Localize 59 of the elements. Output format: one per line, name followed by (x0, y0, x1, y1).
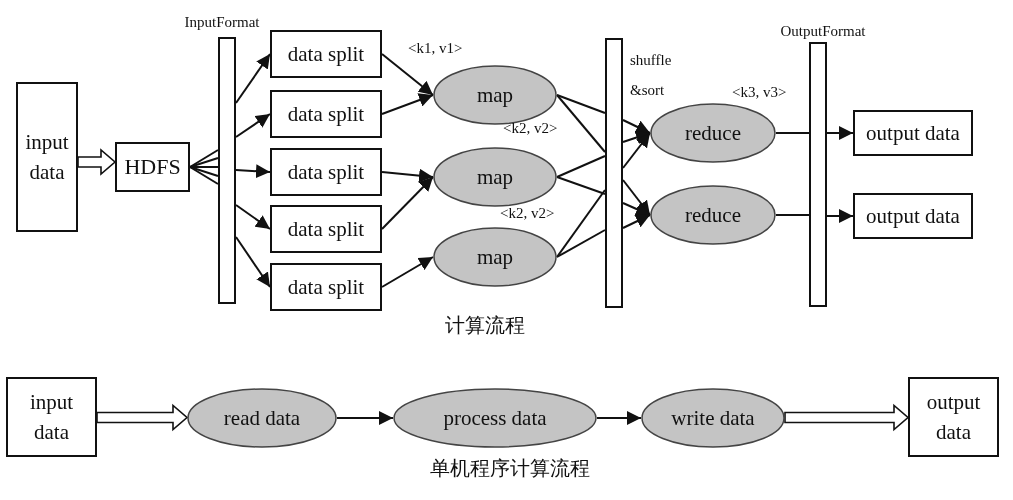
arrow (235, 236, 271, 288)
hollow-arrow (784, 403, 910, 432)
connector-line (556, 94, 606, 153)
connector-line (556, 176, 606, 195)
storage-box: HDFS (115, 142, 190, 192)
kv-label: <k2, v2> (500, 205, 555, 222)
output-box: output data (853, 193, 973, 239)
kv-label: <k3, v3> (732, 84, 787, 101)
process-ellipse: process data (393, 388, 597, 448)
caption: 计算流程 (445, 313, 525, 338)
arrow (622, 214, 651, 229)
hollow-arrow (77, 148, 117, 176)
reduce-ellipse: reduce (650, 103, 776, 163)
arrow (622, 132, 651, 169)
bar-heading: InputFormat (183, 13, 261, 32)
arrow (826, 209, 854, 223)
arrow (381, 168, 434, 183)
output-box: output data (853, 110, 973, 156)
map-ellipse: map (433, 147, 557, 207)
split-box: data split (270, 148, 382, 196)
split-box: data split (270, 30, 382, 78)
process-ellipse: read data (187, 388, 337, 448)
connector-line (556, 229, 606, 258)
process-ellipse: write data (641, 388, 785, 448)
split-box: data split (270, 263, 382, 311)
input-box: input data (6, 377, 97, 457)
caption: 单机程序计算流程 (430, 456, 590, 481)
arrow (235, 53, 271, 104)
connector-line (189, 149, 219, 168)
output-box: output data (908, 377, 999, 457)
arrow (336, 411, 394, 425)
arrow (235, 164, 271, 179)
connector-line (775, 214, 810, 216)
arrow (826, 126, 854, 140)
arrow (381, 176, 434, 230)
arrow (622, 202, 651, 216)
arrow (381, 256, 434, 288)
arrow (235, 204, 271, 230)
split-box: data split (270, 205, 382, 253)
arrow (622, 179, 651, 216)
reduce-ellipse: reduce (650, 185, 776, 245)
kv-label: <k1, v1> (408, 40, 463, 57)
split-box: data split (270, 90, 382, 138)
connector-line (775, 132, 810, 134)
connector-line (556, 94, 606, 114)
bar-heading: shuffle &sort (630, 51, 673, 100)
map-ellipse: map (433, 227, 557, 287)
hollow-arrow (96, 403, 189, 432)
arrow (596, 411, 642, 425)
connector-line (556, 189, 606, 258)
arrow (622, 119, 651, 134)
arrow (381, 53, 434, 96)
arrow (622, 130, 651, 145)
connector-line (189, 166, 219, 185)
bar-heading: OutputFormat (779, 22, 867, 41)
input-box: input data (16, 82, 78, 232)
arrow (235, 113, 271, 138)
connector-line (556, 155, 606, 178)
arrow (381, 93, 434, 115)
